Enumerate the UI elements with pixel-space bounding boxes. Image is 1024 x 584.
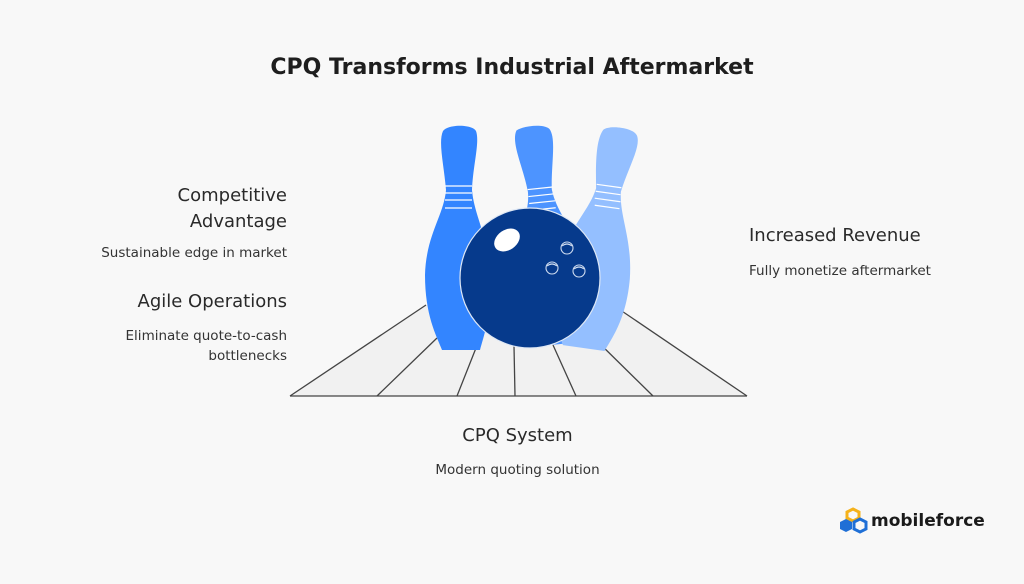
desc-line: Eliminate quote-to-cash: [125, 328, 287, 344]
desc-line: bottlenecks: [208, 348, 287, 364]
agile-operations-desc: Eliminate quote-to-cash bottlenecks: [126, 326, 287, 366]
logo-text: mobileforce: [871, 511, 985, 531]
increased-revenue-desc: Fully monetize aftermarket: [749, 263, 931, 279]
competitive-advantage-desc: Sustainable edge in market: [101, 245, 287, 261]
bowling-lane: [289, 302, 748, 397]
cpq-system-heading: CPQ System: [462, 425, 573, 446]
page-title: CPQ Transforms Industrial Aftermarket: [270, 55, 754, 80]
competitive-advantage-heading: Competitive Advantage: [178, 183, 287, 235]
heading-line: Competitive: [177, 185, 287, 206]
logo-hexagons-icon: [840, 507, 868, 534]
increased-revenue-heading: Increased Revenue: [749, 225, 921, 246]
bowling-ball: [459, 207, 601, 349]
agile-operations-heading: Agile Operations: [137, 291, 288, 312]
heading-line: Advantage: [189, 211, 287, 232]
cpq-system-desc: Modern quoting solution: [435, 462, 600, 478]
mobileforce-logo: mobileforce: [838, 507, 985, 535]
